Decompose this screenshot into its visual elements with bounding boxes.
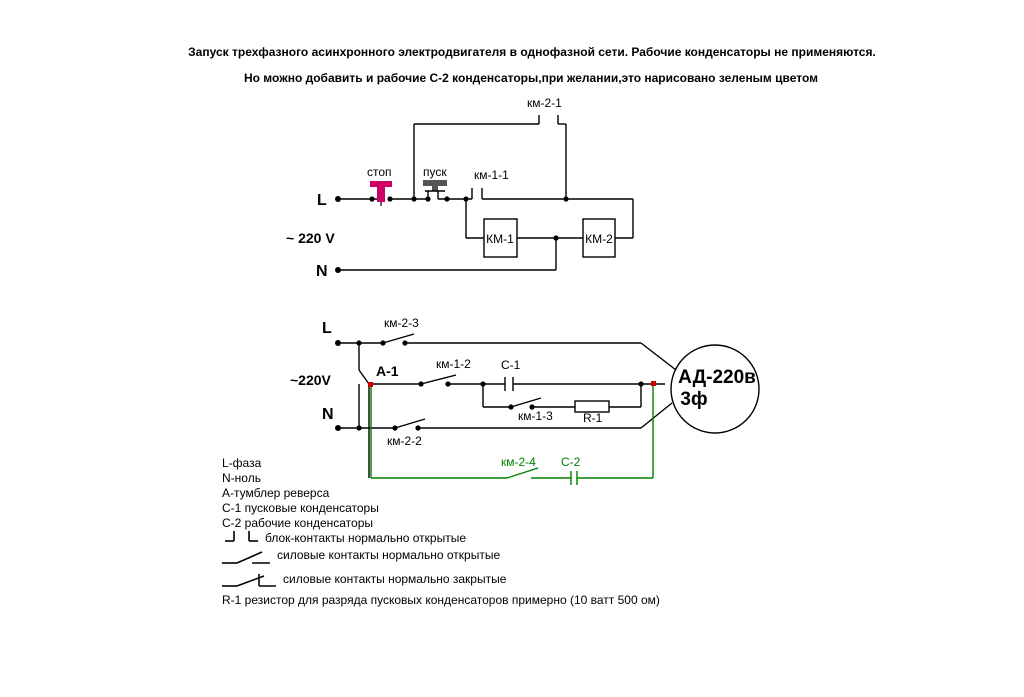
control-junctions (335, 196, 569, 273)
coil-km1-label: КМ-1 (486, 232, 514, 246)
km22-label: км-2-2 (387, 434, 422, 448)
legend: L-фаза N-ноль А-тумблер реверса С-1 пуск… (222, 456, 660, 607)
optional-c2-branch (370, 386, 654, 485)
title-line-1: Запуск трехфазного асинхронного электрод… (188, 45, 876, 59)
control-n-label: N (316, 263, 328, 280)
coil-km1 (483, 218, 518, 258)
stop-button-icon (370, 181, 392, 206)
km24-label: км-2-4 (501, 455, 536, 469)
start-button-icon (423, 180, 447, 199)
stop-label: стоп (367, 165, 392, 179)
power-circuit (339, 333, 760, 478)
coil-km2 (582, 218, 616, 258)
legend-block-contacts: блок-контакты нормально открытые (265, 531, 466, 545)
motor-phase-label: 3ф (680, 389, 707, 410)
km11-label: км-1-1 (474, 168, 509, 182)
r1-label: R-1 (583, 411, 603, 425)
coil-km2-label: КМ-2 (585, 232, 613, 246)
km12-label: км-1-2 (436, 357, 471, 371)
km21-label: км-2-1 (527, 96, 562, 110)
terminal-markers (368, 381, 656, 387)
power-voltage-label: ~220V (290, 372, 332, 388)
control-voltage-label: ~ 220 V (286, 230, 335, 246)
title-line-2: Но можно добавить и рабочие С-2 конденса… (244, 71, 818, 85)
power-contact-no-symbol-icon (222, 551, 270, 564)
block-contact-symbol-icon (225, 531, 258, 542)
c2-label: С-2 (561, 455, 581, 469)
control-l-label: L (317, 192, 327, 209)
legend-l: L-фаза (222, 456, 262, 470)
legend-n: N-ноль (222, 471, 261, 485)
legend-power-no: силовые контакты нормально открытые (277, 548, 500, 562)
km13-label: км-1-3 (518, 409, 553, 423)
motor-symbol (670, 344, 760, 434)
power-n-label: N (322, 406, 334, 423)
legend-power-nc: силовые контакты нормально закрытые (283, 572, 507, 586)
legend-r1: R-1 резистор для разряда пусковых конден… (222, 593, 660, 607)
power-contact-nc-symbol-icon (222, 574, 276, 587)
legend-a: А-тумблер реверса (222, 486, 330, 500)
toggle-a1-label: А-1 (376, 363, 399, 379)
power-junctions (335, 340, 644, 431)
control-circuit (339, 115, 634, 271)
legend-c1: С-1 пусковые конденсаторы (222, 501, 379, 515)
start-label: пуск (423, 165, 447, 179)
legend-c2: С-2 рабочие конденсаторы (222, 516, 373, 530)
c1-label: С-1 (501, 358, 521, 372)
power-l-label: L (322, 320, 332, 337)
km23-label: км-2-3 (384, 316, 419, 330)
motor-label: АД-220в (678, 367, 756, 388)
